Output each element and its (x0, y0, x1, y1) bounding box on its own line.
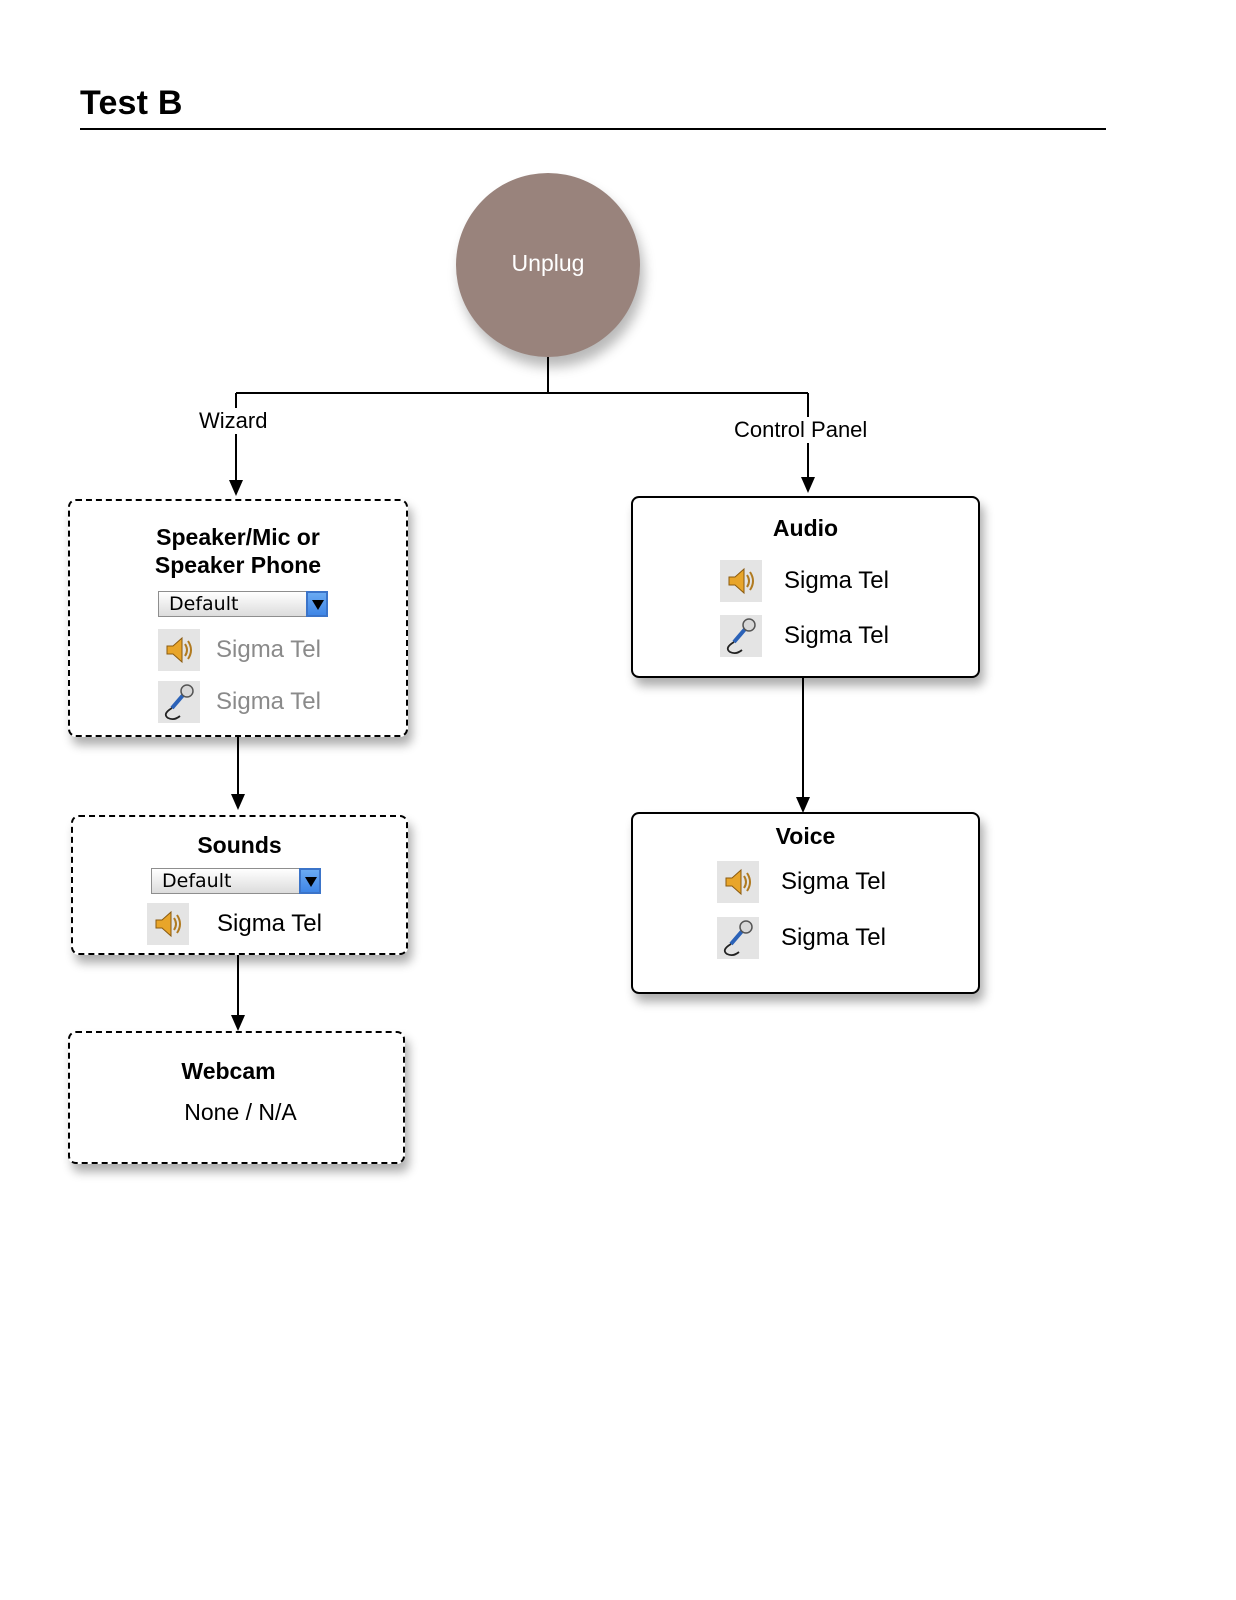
speaker-input-device: Sigma Tel (158, 681, 378, 723)
webcam-box: Webcam None / N/A (68, 1031, 405, 1164)
sounds-box: Sounds Default Sigma Tel (71, 815, 408, 955)
microphone-icon (158, 681, 200, 723)
arrowhead-voice (796, 797, 810, 813)
audio-output-label: Sigma Tel (784, 567, 889, 594)
arrowhead-sounds (231, 794, 245, 810)
webcam-box-title: Webcam (181, 1058, 276, 1084)
voice-output-label: Sigma Tel (781, 868, 886, 895)
speaker-input-label: Sigma Tel (216, 688, 321, 715)
chevron-down-icon[interactable] (299, 868, 321, 894)
speaker-output-device: Sigma Tel (158, 629, 378, 671)
arrowhead-wizard (229, 480, 243, 496)
voice-input-device: Sigma Tel (717, 917, 957, 959)
audio-input-device: Sigma Tel (720, 615, 960, 657)
speaker-box-title-line1: Speaker/Mic or (156, 524, 320, 550)
arrowhead-control-panel (801, 477, 815, 493)
start-node-label: Unplug (511, 249, 585, 276)
speaker-mic-box: Speaker/Mic or Speaker Phone Default Sig… (68, 499, 408, 737)
audio-box: Audio Sigma Tel Sigma Tel (631, 496, 980, 678)
speaker-output-label: Sigma Tel (216, 636, 321, 663)
voice-box: Voice Sigma Tel Sigma Tel (631, 812, 980, 994)
speaker-icon (147, 903, 189, 945)
chevron-down-icon[interactable] (306, 591, 328, 617)
voice-input-label: Sigma Tel (781, 924, 886, 951)
audio-input-label: Sigma Tel (784, 622, 889, 649)
voice-output-device: Sigma Tel (717, 861, 957, 903)
sounds-output-device: Sigma Tel (147, 903, 387, 945)
sounds-output-label: Sigma Tel (217, 910, 322, 937)
speaker-device-select[interactable]: Default (158, 591, 328, 617)
edge-label-wizard: Wizard (197, 408, 270, 434)
microphone-icon (720, 615, 762, 657)
arrowhead-webcam (231, 1015, 245, 1031)
speaker-icon (720, 560, 762, 602)
speaker-icon (717, 861, 759, 903)
sounds-device-select[interactable]: Default (151, 868, 321, 894)
speaker-select-value: Default (169, 593, 239, 615)
audio-box-title: Audio (772, 515, 839, 541)
microphone-icon (717, 917, 759, 959)
sounds-box-title: Sounds (197, 832, 282, 858)
edge-label-control-panel: Control Panel (732, 417, 870, 443)
audio-output-device: Sigma Tel (720, 560, 960, 602)
speaker-icon (158, 629, 200, 671)
start-node-unplug: Unplug (456, 173, 640, 357)
speaker-box-title-line2: Speaker Phone (154, 552, 322, 578)
sounds-select-value: Default (162, 870, 232, 892)
title-divider (80, 128, 1106, 130)
page-title: Test B (80, 84, 183, 122)
webcam-value: None / N/A (184, 1099, 297, 1125)
voice-box-title: Voice (775, 823, 836, 849)
